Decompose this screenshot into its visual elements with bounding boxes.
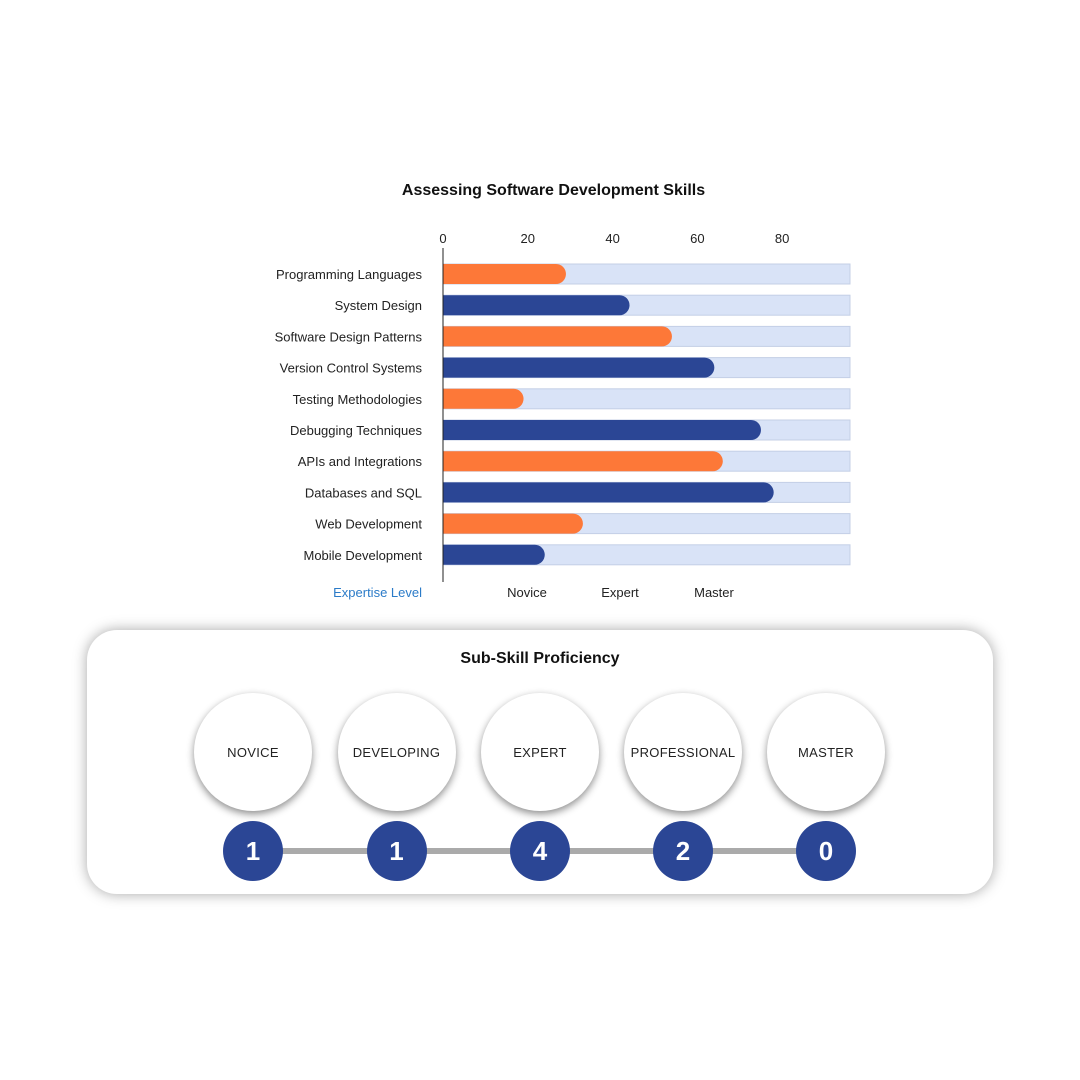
bar [443,544,545,565]
x-tick-label: 60 [690,231,704,246]
chart-title: Assessing Software Development Skills [401,182,706,199]
bar [443,420,761,440]
bar [443,513,583,534]
bar [443,264,566,284]
bar [443,388,524,409]
x-axis-label: Expertise Level [333,585,422,600]
level-count-badge: 0 [796,821,856,881]
level-circle-master: MASTER [767,693,885,811]
level-label: NOVICE [227,744,279,760]
bar [443,451,723,472]
bar [443,295,630,316]
category-label: Version Control Systems [280,361,423,376]
expertise-level-label: Master [694,585,734,600]
level-circle-developing: DEVELOPING [337,693,456,811]
category-label: Programming Languages [276,267,422,282]
level-count-badge: 1 [366,821,427,881]
category-label: Web Development [315,517,422,532]
bar [443,357,715,378]
sub-skill-proficiency-panel: Sub-Skill Proficiency NOVICE 1 DEVELOPING 1… [87,630,993,894]
level-circle-novice: NOVICE [194,693,312,811]
x-tick-label: 80 [775,231,789,246]
level-count-badge: 2 [653,821,713,881]
level-count-badge: 4 [510,821,570,881]
category-label: Databases and SQL [305,485,422,500]
expertise-level-labels: Novice Expert Master [507,585,734,600]
bar [443,326,672,347]
x-tick-label: 40 [605,231,619,246]
expertise-level-label: Novice [507,585,547,600]
panel-title: Sub-Skill Proficiency [460,650,620,667]
category-label: Software Design Patterns [275,329,423,344]
category-label: Debugging Techniques [290,423,423,438]
category-label: System Design [335,298,422,313]
category-label: APIs and Integrations [298,454,423,469]
category-label: Testing Methodologies [293,392,423,407]
x-tick-label: 20 [521,231,535,246]
level-circle-professional: PROFESSIONAL [624,693,742,811]
x-axis-ticks: 0 20 40 60 80 [439,231,789,246]
level-label: EXPERT [513,744,567,760]
category-label: Mobile Development [303,548,422,563]
level-count-badge: 1 [223,821,283,881]
level-label: MASTER [798,744,854,760]
level-label: DEVELOPING [352,744,441,760]
x-tick-label: 0 [439,231,446,246]
bar [443,482,774,503]
level-label: PROFESSIONAL [630,744,736,760]
expertise-level-label: Expert [601,585,639,600]
level-circle-expert: EXPERT [481,693,599,811]
